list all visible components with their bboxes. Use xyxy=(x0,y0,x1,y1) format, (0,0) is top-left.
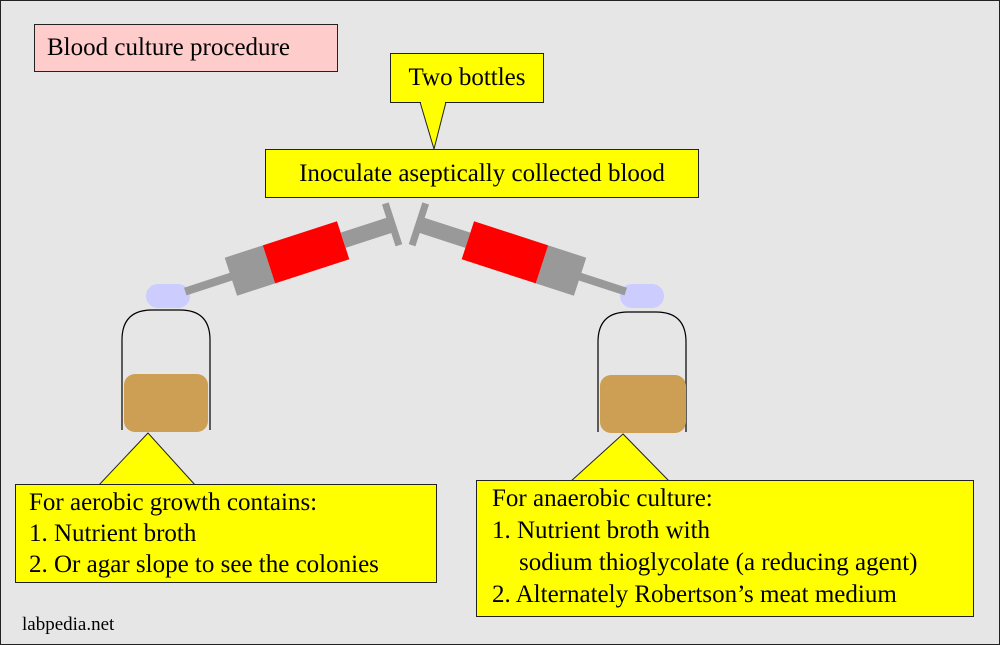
right-syringe-barrel xyxy=(535,245,587,296)
aerobic-bottle-cap xyxy=(146,284,190,308)
anaerobic-heading: For anaerobic culture: xyxy=(492,485,713,512)
aerobic-callout: For aerobic growth contains: 1. Nutrient… xyxy=(15,484,437,583)
aerobic-medium xyxy=(124,374,208,432)
site-credit: labpedia.net xyxy=(22,614,115,635)
right-syringe xyxy=(408,202,627,296)
two-bottles-callout: Two bottles xyxy=(390,53,544,103)
right-syringe-blood xyxy=(461,221,549,284)
diagram-title: Blood culture procedure xyxy=(34,24,338,72)
left-syringe-plunger-head xyxy=(381,202,403,247)
anaerobic-item-1-continued: sodium thioglycolate (a reducing agent) xyxy=(519,549,918,576)
aerobic-item-1: 1. Nutrient broth xyxy=(29,520,197,547)
left-syringe xyxy=(184,202,403,296)
anaerobic-bottle-cap xyxy=(620,284,664,308)
bottles-callout-join xyxy=(421,101,445,104)
inoculate-callout: Inoculate aseptically collected blood xyxy=(265,149,699,198)
left-syringe-plunger xyxy=(340,217,394,248)
right-syringe-plunger-head xyxy=(408,202,430,247)
anaerobic-bottle xyxy=(597,284,687,433)
anaerobic-medium xyxy=(600,375,686,433)
anaerobic-item-1: 1. Nutrient broth with xyxy=(492,517,711,544)
aerobic-bottle xyxy=(121,284,211,432)
right-syringe-plunger xyxy=(417,217,471,248)
left-syringe-barrel xyxy=(224,245,276,296)
aerobic-item-2: 2. Or agar slope to see the colonies xyxy=(29,551,379,578)
anaerobic-callout: For anaerobic culture: 1. Nutrient broth… xyxy=(476,480,974,617)
right-syringe-needle xyxy=(576,272,627,296)
left-syringe-blood xyxy=(262,221,350,284)
anaerobic-item-2: 2. Alternately Robertson’s meat medium xyxy=(492,581,897,608)
left-syringe-needle xyxy=(184,272,235,296)
aerobic-heading: For aerobic growth contains: xyxy=(29,489,318,516)
